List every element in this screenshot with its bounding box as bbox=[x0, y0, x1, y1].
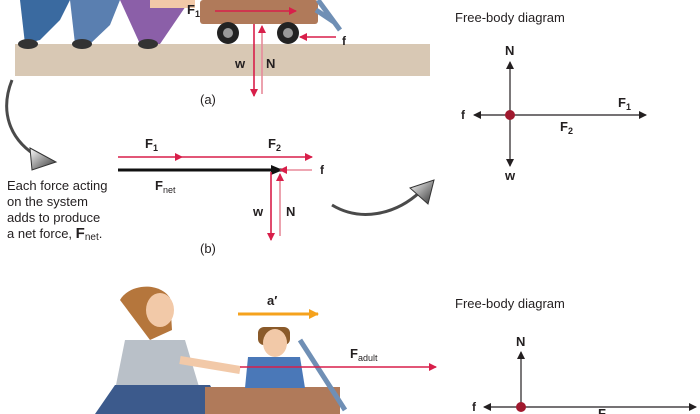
fbd-top-F2-label: F2 bbox=[560, 119, 573, 136]
caption-line-1: Each force acting bbox=[7, 178, 108, 193]
w-label-a: w bbox=[234, 56, 246, 71]
F1-label-b: F1 bbox=[145, 136, 158, 153]
panel-b-label: (b) bbox=[200, 241, 216, 256]
curved-arrow-down-icon bbox=[5, 79, 41, 160]
fbd-bottom-N-label: N bbox=[516, 334, 525, 349]
panel-b: F1 F2 Fnet f w N (b) bbox=[118, 136, 325, 256]
curved-arrow-right-icon bbox=[331, 190, 422, 216]
curved-arrow-down-head bbox=[29, 147, 58, 171]
caption-line-3: adds to produce bbox=[7, 210, 101, 225]
w-label-b: w bbox=[252, 204, 264, 219]
fbd-bottom: Free-body diagram N f F bbox=[455, 296, 697, 414]
Fnet-label-b: Fnet bbox=[155, 178, 176, 195]
caption-line-4: a net force, Fnet. bbox=[7, 225, 103, 244]
panel-b-caption: Each force acting on the system adds to … bbox=[7, 178, 107, 244]
fbd-top: Free-body diagram N w f F2 F1 bbox=[455, 10, 647, 183]
panel-c: a′ Fadult bbox=[95, 286, 437, 414]
panel-a: F1 f w N (a) bbox=[15, 0, 430, 107]
f-label-b: f bbox=[320, 163, 325, 177]
wagon-a bbox=[200, 0, 343, 44]
N-label-a: N bbox=[266, 56, 275, 71]
accel-label: a′ bbox=[267, 293, 277, 308]
fbd-top-dot bbox=[505, 110, 515, 120]
fbd-top-N-label: N bbox=[505, 43, 514, 58]
fbd-top-f-label: f bbox=[461, 108, 466, 122]
adult-child-wagon-illustration bbox=[95, 286, 348, 414]
Fadult-label: Fadult bbox=[350, 346, 378, 363]
fbd-bottom-f-label: f bbox=[472, 400, 477, 414]
curved-arrow-right-head bbox=[409, 179, 435, 205]
fbd-top-title: Free-body diagram bbox=[455, 10, 565, 25]
ground-a bbox=[15, 44, 430, 76]
F1-label-a: F1 bbox=[187, 2, 200, 19]
fbd-top-w-label: w bbox=[504, 168, 516, 183]
N-label-b: N bbox=[286, 204, 295, 219]
caption-line-2: on the system bbox=[7, 194, 88, 209]
fbd-bottom-title: Free-body diagram bbox=[455, 296, 565, 311]
F2-label-b: F2 bbox=[268, 136, 281, 153]
fbd-top-F1-label: F1 bbox=[618, 95, 631, 112]
fbd-bottom-dot bbox=[516, 402, 526, 412]
children-pushing-illustration bbox=[18, 0, 195, 49]
f-label-a: f bbox=[342, 34, 347, 48]
fbd-bottom-F-label: F bbox=[598, 406, 606, 414]
panel-a-label: (a) bbox=[200, 92, 216, 107]
